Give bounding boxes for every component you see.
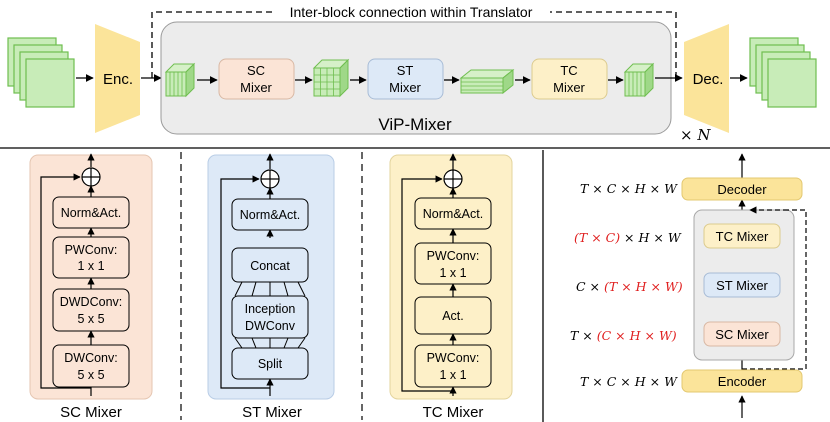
vip-mixer-label: ViP-Mixer <box>378 115 452 134</box>
shape-st-rest: C × <box>576 279 604 294</box>
shape-st-red: (T × H × W) <box>604 279 683 294</box>
st-inception-1: Inception <box>245 302 296 316</box>
shape-encoder: T × C × H × W <box>580 374 678 389</box>
tc-norm-act: Norm&Act. <box>423 207 483 221</box>
shape-tc-rest: × H × W <box>620 230 682 245</box>
shape-sc-red: (C × H × W) <box>597 328 677 343</box>
tc-pwconv-b-2: 1 x 1 <box>439 368 466 382</box>
shape-sc: T × (C × H × W) <box>570 328 677 343</box>
right-decoder: Decoder <box>717 182 767 197</box>
right-pipeline: Decoder TC Mixer ST Mixer SC Mixer Encod… <box>681 153 807 418</box>
shape-tc-red: (T × C) <box>574 230 620 245</box>
sc-mixer-top-line1: SC <box>247 63 265 78</box>
st-mixer-top-line2: Mixer <box>389 80 421 95</box>
feature-grid-cube <box>312 58 350 98</box>
tc-mixer-top: TC Mixer <box>531 58 608 100</box>
tc-caption: TC Mixer <box>423 404 484 421</box>
shape-tc: (T × C) × H × W <box>574 230 682 245</box>
sc-dwdconv-2: 5 x 5 <box>77 312 104 326</box>
feature-cube-2 <box>623 62 655 98</box>
output-frames <box>749 37 817 108</box>
sc-pwconv-1: PWConv: <box>65 243 118 257</box>
encoder-block: Enc. <box>95 24 140 133</box>
sc-dwdconv-1: DWDConv: <box>60 295 123 309</box>
sc-dwconv-1: DWConv: <box>64 351 117 365</box>
st-mixer-top-line1: ST <box>397 63 414 78</box>
tc-pwconv-a-1: PWConv: <box>427 249 480 263</box>
tc-act: Act. <box>442 309 464 323</box>
sc-dwconv-2: 5 x 5 <box>77 368 104 382</box>
sc-mixer-top: SC Mixer <box>218 58 295 100</box>
decoder-block: Dec. <box>684 24 729 133</box>
right-encoder: Encoder <box>718 374 767 389</box>
st-concat: Concat <box>250 259 290 273</box>
right-st-mixer: ST Mixer <box>716 278 768 293</box>
sc-mixer-top-line2: Mixer <box>240 80 272 95</box>
repeat-n-label: × N <box>680 126 711 144</box>
inter-block-connection: Inter-block connection within Translator <box>151 4 677 78</box>
shape-decoder: T × C × H × W <box>580 181 678 196</box>
st-mixer-panel: Norm&Act. Concat Inception DWConv Split <box>207 153 335 400</box>
tc-pwconv-b-1: PWConv: <box>427 351 480 365</box>
connection-label: Inter-block connection within Translator <box>290 4 533 20</box>
sc-mixer-panel: Norm&Act. PWConv: 1 x 1 DWDConv: 5 x 5 D… <box>29 153 153 400</box>
sc-pwconv-2: 1 x 1 <box>77 259 104 273</box>
tc-mixer-top-line1: TC <box>560 63 577 78</box>
shape-sc-rest: T × <box>570 328 597 343</box>
tc-mixer-panel: Norm&Act. PWConv: 1 x 1 Act. PWConv: 1 x… <box>389 153 513 400</box>
st-caption: ST Mixer <box>242 404 302 421</box>
input-frames <box>7 37 75 108</box>
sc-caption: SC Mixer <box>60 404 122 421</box>
feature-cube-1 <box>164 62 196 98</box>
feature-flat-slab <box>459 68 515 95</box>
sc-norm-act: Norm&Act. <box>61 206 121 220</box>
st-norm-act: Norm&Act. <box>240 208 300 222</box>
encoder-label: Enc. <box>103 71 133 88</box>
st-inception-2: DWConv <box>245 319 296 333</box>
right-sc-mixer: SC Mixer <box>715 327 769 342</box>
st-mixer-top: ST Mixer <box>367 58 444 100</box>
right-tc-mixer: TC Mixer <box>716 229 769 244</box>
tc-mixer-top-line2: Mixer <box>553 80 585 95</box>
st-split: Split <box>258 357 283 371</box>
decoder-label: Dec. <box>693 71 724 88</box>
shape-st: C × (T × H × W) <box>576 279 683 294</box>
tc-pwconv-a-2: 1 x 1 <box>439 266 466 280</box>
